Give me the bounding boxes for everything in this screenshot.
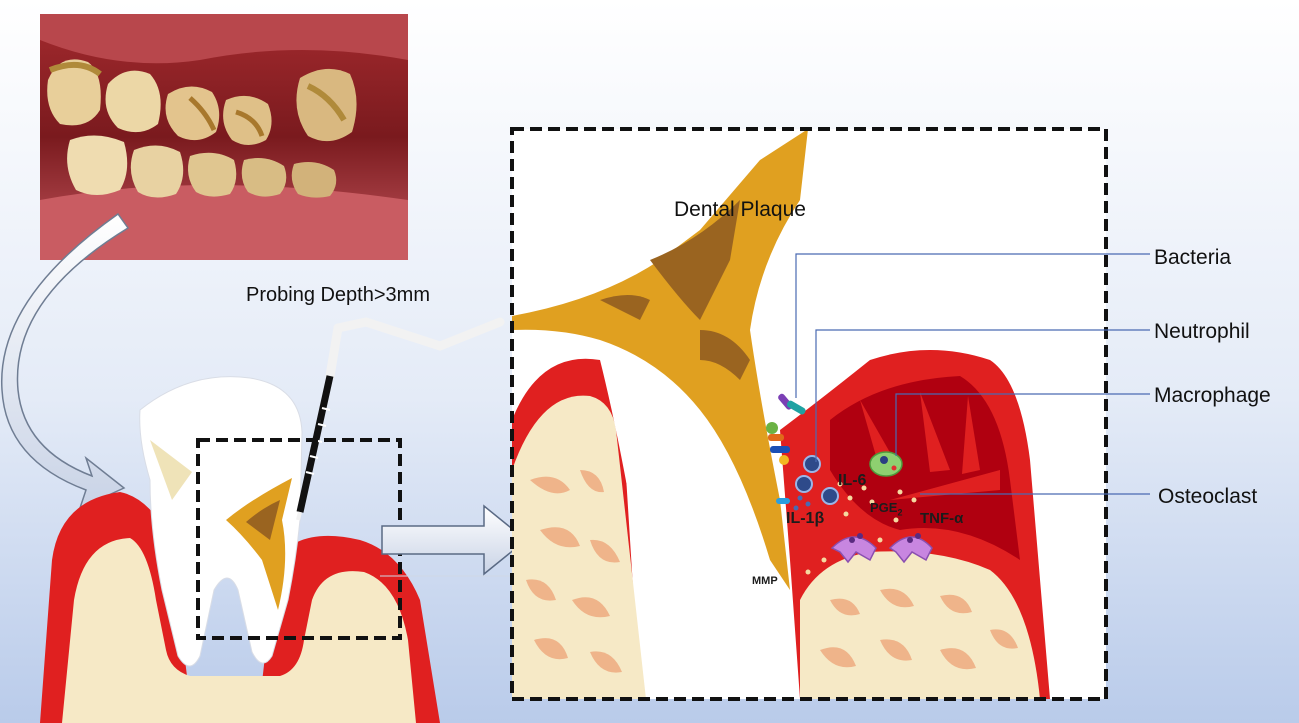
tnfa-label: TNF-α bbox=[920, 510, 964, 527]
zoomed-periodontium bbox=[512, 129, 1106, 699]
right-arrow-icon bbox=[381, 504, 528, 576]
zoom-box bbox=[510, 127, 1108, 701]
small-tooth-schematic bbox=[40, 376, 440, 723]
il6-label: IL-6 bbox=[838, 472, 867, 489]
osteoclasts bbox=[830, 536, 933, 564]
dental-plaque-label: Dental Plaque bbox=[674, 198, 806, 221]
pge2-label: PGE2 bbox=[870, 500, 903, 518]
periodontal-probe-icon bbox=[296, 317, 505, 521]
leader-lines bbox=[795, 253, 1150, 495]
clinical-photo bbox=[40, 14, 408, 260]
small-zoom-box bbox=[196, 438, 402, 640]
probing-depth-label: Probing Depth>3mm bbox=[246, 284, 430, 306]
il1b-label: IL-1β bbox=[786, 510, 825, 527]
macrophage-label: Macrophage bbox=[1154, 384, 1271, 407]
bacteria-cluster bbox=[766, 393, 806, 504]
neutrophil-label: Neutrophil bbox=[1154, 320, 1250, 343]
macrophage-cell bbox=[869, 451, 903, 477]
bacteria-label: Bacteria bbox=[1154, 246, 1232, 269]
mmp-label: MMP bbox=[752, 575, 778, 587]
curved-arrow-icon bbox=[1, 212, 130, 510]
osteoclast-label: Osteoclast bbox=[1158, 485, 1258, 508]
